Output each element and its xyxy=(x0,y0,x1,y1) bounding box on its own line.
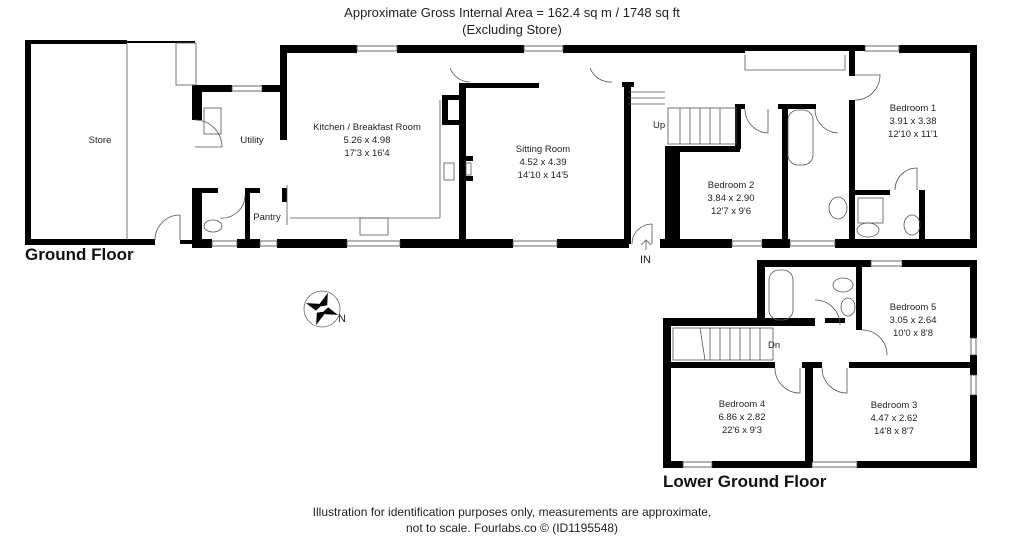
room-bedroom-3: Bedroom 3 4.47 x 2.62 14'8 x 8'7 xyxy=(870,399,917,438)
ground-floor-walls xyxy=(25,40,977,248)
room-bedroom-4: Bedroom 4 6.86 x 2.82 22'6 x 9'3 xyxy=(718,398,765,437)
gross-area-title: Approximate Gross Internal Area = 162.4 … xyxy=(344,5,680,20)
entrance-arrow-icon xyxy=(640,239,652,250)
room-metric: 6.86 x 2.82 xyxy=(718,412,766,423)
stairs-up-label: Up xyxy=(653,120,666,131)
room-imperial: 22'6 x 9'3 xyxy=(721,425,763,436)
room-name: Bedroom 2 xyxy=(707,180,755,191)
room-name: Bedroom 3 xyxy=(870,400,918,411)
room-utility: Utility xyxy=(240,135,264,146)
disclaimer-line-1: Illustration for identification purposes… xyxy=(312,505,712,519)
lower-ground-floor-title: Lower Ground Floor xyxy=(663,472,827,491)
room-sitting: Sitting Room 4.52 x 4.39 14'10 x 14'5 xyxy=(516,143,570,182)
exclusion-note: (Excluding Store) xyxy=(462,22,562,37)
room-imperial: 12'7 x 9'6 xyxy=(710,206,752,217)
room-name: Sitting Room xyxy=(515,144,571,155)
room-imperial: 10'0 x 8'8 xyxy=(892,328,934,339)
lower-ground-floor-fixtures xyxy=(672,269,888,394)
room-metric: 4.47 x 2.62 xyxy=(870,413,918,424)
ground-floor-title: Ground Floor xyxy=(25,245,134,264)
room-metric: 3.05 x 2.64 xyxy=(889,315,937,326)
room-bedroom-5: Bedroom 5 3.05 x 2.64 10'0 x 8'8 xyxy=(889,301,936,340)
room-metric: 3.84 x 2.90 xyxy=(707,193,755,204)
entrance-label: IN xyxy=(640,254,651,266)
stairs-up-icon xyxy=(628,91,737,145)
room-imperial: 12'10 x 11'1 xyxy=(888,129,938,140)
room-store: Store xyxy=(88,135,112,146)
stairs-down-label: Dn xyxy=(768,340,781,351)
compass-north-label: N xyxy=(338,313,346,325)
ground-floor-windows xyxy=(211,45,900,247)
room-imperial: 17'3 x 16'4 xyxy=(344,148,390,159)
compass-rose-icon xyxy=(303,290,341,328)
room-name: Bedroom 1 xyxy=(889,103,937,114)
room-metric: 3.91 x 3.38 xyxy=(889,116,937,127)
room-metric: 5.26 x 4.98 xyxy=(343,135,391,146)
stairs-down-icon xyxy=(672,327,774,361)
ground-floor-fixtures xyxy=(126,42,921,245)
room-name: Bedroom 5 xyxy=(889,302,937,313)
room-imperial: 14'8 x 8'7 xyxy=(873,426,915,437)
room-metric: 4.52 x 4.39 xyxy=(519,157,567,168)
room-imperial: 14'10 x 14'5 xyxy=(517,170,569,181)
disclaimer-line-2: not to scale. Fourlabs.co © (ID1195548) xyxy=(405,521,619,535)
room-pantry: Pantry xyxy=(253,212,281,223)
lower-ground-floor-windows xyxy=(682,260,977,468)
room-bedroom-2: Bedroom 2 3.84 x 2.90 12'7 x 9'6 xyxy=(707,179,754,218)
lower-ground-floor-walls xyxy=(663,260,977,468)
room-kitchen-breakfast: Kitchen / Breakfast Room 5.26 x 4.98 17'… xyxy=(313,121,421,160)
room-name: Bedroom 4 xyxy=(718,399,766,410)
room-name: Kitchen / Breakfast Room xyxy=(313,122,421,133)
room-bedroom-1: Bedroom 1 3.91 x 3.38 12'10 x 11'1 xyxy=(888,102,938,141)
